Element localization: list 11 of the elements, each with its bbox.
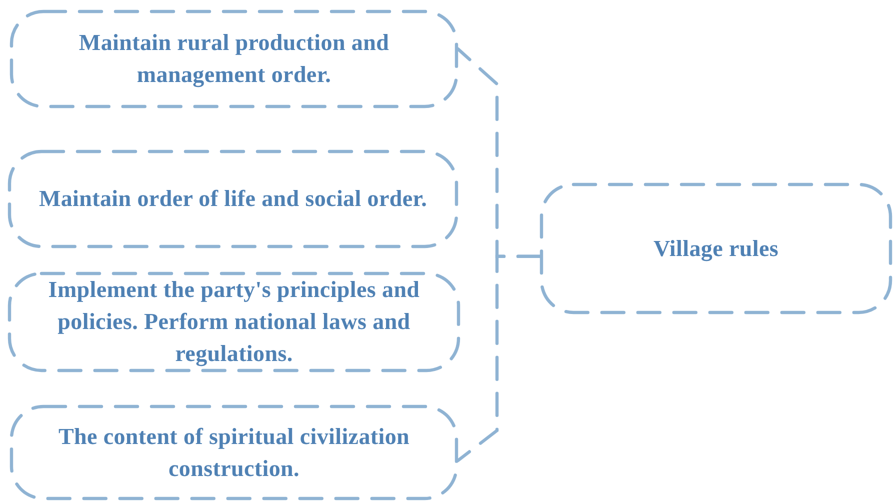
item-text: Maintain order of life and social order. — [38, 185, 428, 213]
item-text: Implement the party's principles and policies. Perform national laws and regulations. — [47, 276, 421, 368]
item-box — [8, 150, 458, 248]
item-text: Maintain rural production and management order. — [78, 29, 390, 90]
item-box — [8, 272, 460, 372]
item-text: Village rules — [653, 234, 779, 264]
item-text: The content of spiritual civilization construction. — [57, 422, 411, 482]
bracket-connector — [456, 254, 542, 462]
topic-box — [540, 183, 892, 314]
item-box — [10, 405, 458, 500]
item-box — [10, 10, 458, 108]
